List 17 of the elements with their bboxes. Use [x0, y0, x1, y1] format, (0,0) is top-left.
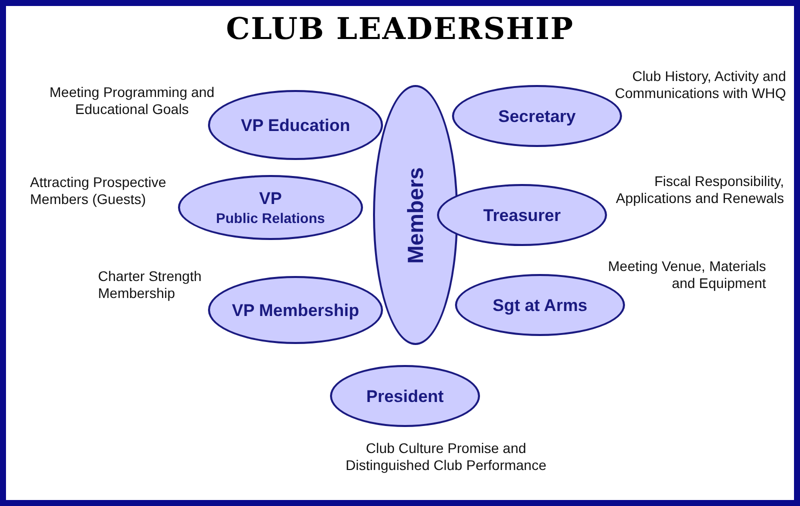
role-description: Attracting Prospective Members (Guests) — [30, 174, 168, 208]
role-description: Meeting Programming and Educational Goals — [48, 84, 216, 118]
node-label: VP Education — [240, 114, 350, 136]
role-description: Club History, Activity and Communications with WHQ — [614, 68, 786, 102]
node-label: Treasurer — [483, 204, 561, 226]
node-label: VP — [259, 188, 282, 209]
node-label: Members — [405, 166, 426, 264]
role-description: Meeting Venue, Materials and Equipment — [607, 258, 766, 292]
node-label: Public Relations — [216, 209, 325, 227]
node-label: President — [366, 386, 444, 406]
node-label: VP Membership — [232, 300, 360, 320]
node-label: Sgt at Arms — [492, 294, 588, 316]
role-description: Club Culture Promise and Distinguished Club Performance — [344, 440, 548, 474]
node-label: Secretary — [498, 106, 576, 126]
role-description: Charter Strength Membership — [98, 268, 202, 302]
diagram-title: CLUB LEADERSHIP — [225, 12, 575, 47]
role-description: Fiscal Responsibility, Applications and Renewals — [614, 173, 784, 207]
